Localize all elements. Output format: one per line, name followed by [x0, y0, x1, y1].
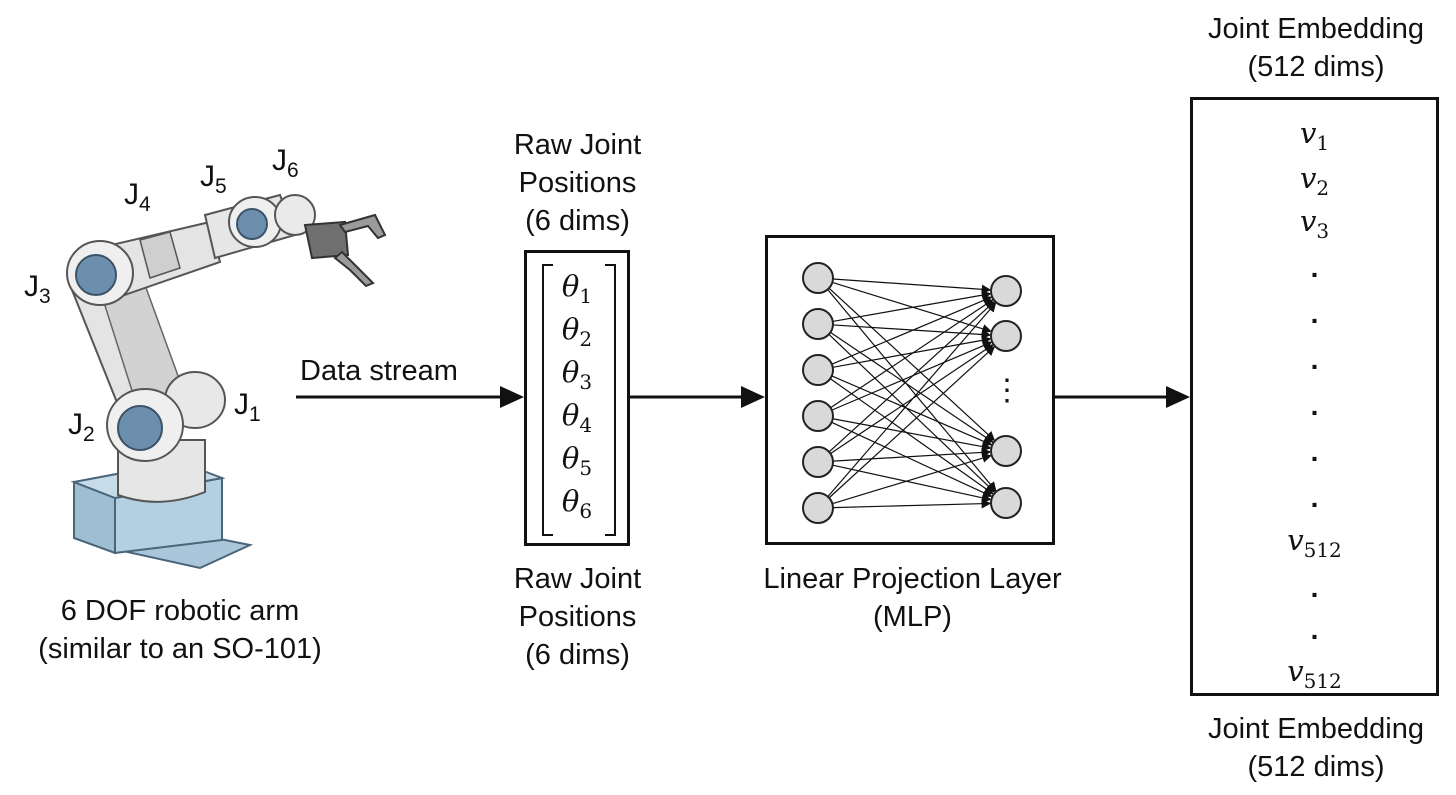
raw-input-bottom-line3: (6 dims)	[525, 639, 630, 671]
raw-input-top-line3: (6 dims)	[525, 205, 630, 237]
mlp-connection	[827, 302, 997, 498]
ellipsis-dot: .	[1310, 344, 1319, 375]
mlp-label-line2: (MLP)	[873, 601, 952, 633]
mlp-input-node	[802, 308, 834, 340]
mlp-connection	[832, 335, 992, 368]
mlp-connection	[832, 418, 992, 452]
arrow-stream-head	[500, 386, 524, 408]
raw-input-bottom-line1: Raw Joint	[513, 563, 642, 595]
arrow-mlp-embedding-head	[1166, 386, 1190, 408]
mlp-connection	[831, 296, 993, 365]
robot-gripper-body	[303, 220, 350, 260]
mlp-ellipsis: ⋮	[992, 374, 1022, 407]
ellipsis-dot: .	[1310, 572, 1319, 603]
mlp-label-line1: Linear Projection Layer	[763, 563, 1062, 595]
joint-label-j1: J1	[234, 388, 261, 427]
theta-5: θ5	[561, 441, 593, 480]
v-512: v512	[1287, 523, 1342, 562]
mlp-connection	[828, 345, 996, 499]
theta-1: θ1	[561, 269, 593, 308]
mlp-input-node	[802, 446, 834, 478]
robot-caption-line2: (similar to an SO-101)	[38, 633, 322, 665]
joint-j5-cap	[236, 208, 268, 240]
raw-input-brackets	[542, 264, 616, 536]
raw-input-bottom-line2: Positions	[518, 601, 637, 633]
joint-j3-cap	[75, 254, 117, 296]
mlp-box: ⋮	[765, 235, 1055, 545]
data-stream-label: Data stream	[300, 355, 458, 387]
mlp-network	[802, 262, 1022, 524]
raw-input-top-line1: Raw Joint	[513, 129, 642, 161]
joint-label-j6: J6	[272, 144, 299, 183]
embedding-top-line2: (512 dims)	[1247, 51, 1385, 83]
mlp-connection	[830, 299, 994, 409]
mlp-connection	[828, 333, 996, 493]
ellipsis-dot: .	[1310, 252, 1319, 283]
mlp-connection	[829, 378, 994, 495]
theta-6: θ6	[561, 484, 593, 523]
raw-input-top-line2: Positions	[518, 167, 637, 199]
raw-input-box: θ1 θ2 θ3 θ4 θ5 θ6	[524, 250, 630, 546]
ellipsis-dot: .	[1310, 614, 1319, 645]
v-3: v3	[1299, 204, 1330, 243]
mlp-connection	[832, 498, 992, 509]
robot-caption-line1: 6 DOF robotic arm	[60, 595, 300, 627]
embedding-bottom-line2: (512 dims)	[1247, 751, 1385, 783]
embedding-top-line1: Joint Embedding	[1207, 13, 1425, 45]
joint-label-j3: J3	[24, 270, 51, 309]
embedding-bottom-line1: Joint Embedding	[1207, 713, 1425, 745]
mlp-connection	[832, 281, 992, 334]
theta-2: θ2	[561, 312, 593, 351]
ellipsis-dot: .	[1310, 298, 1319, 329]
embedding-box: v1 v2 v3 . . . . . . v512 . . v512	[1190, 97, 1439, 696]
raw-input-top-label: Raw Joint Positions (6 dims)	[480, 126, 675, 240]
right-bracket	[605, 264, 616, 536]
joint-label-j2: J2	[68, 408, 95, 447]
mlp-connection	[827, 289, 997, 492]
theta-4: θ4	[561, 398, 593, 437]
mlp-output-node	[990, 320, 1022, 352]
embedding-bottom-label: Joint Embedding (512 dims)	[1176, 710, 1456, 786]
joint-j2-cap	[117, 405, 163, 451]
arrow-input-mlp-head	[741, 386, 765, 408]
mlp-connection	[828, 300, 996, 453]
mlp-connection	[830, 331, 994, 443]
embedding-top-label: Joint Embedding (512 dims)	[1176, 10, 1456, 86]
mlp-output-node	[990, 275, 1022, 307]
raw-input-bottom-label: Raw Joint Positions (6 dims)	[480, 560, 675, 674]
theta-3: θ3	[561, 355, 593, 394]
joint-label-j5: J5	[200, 160, 227, 199]
mlp-output-node	[990, 435, 1022, 467]
mlp-connection	[832, 278, 992, 295]
robot-forearm-link	[139, 231, 181, 279]
left-bracket	[542, 264, 553, 536]
mlp-input-node	[802, 400, 834, 432]
mlp-connection	[832, 464, 992, 503]
mlp-connection	[832, 290, 992, 322]
mlp-output-node	[990, 487, 1022, 519]
robot-caption: 6 DOF robotic arm (similar to an SO-101)	[10, 592, 350, 668]
v-1: v1	[1299, 116, 1330, 155]
ellipsis-dot: .	[1310, 482, 1319, 513]
mlp-connection	[828, 287, 996, 441]
mlp-label: Linear Projection Layer (MLP)	[730, 560, 1095, 636]
mlp-connection	[832, 324, 992, 340]
ellipsis-dot: .	[1310, 390, 1319, 421]
mlp-connection	[831, 375, 993, 446]
robot-gripper-finger-lower	[333, 250, 375, 288]
mlp-input-node	[802, 354, 834, 386]
joint-label-j4: J4	[124, 178, 151, 217]
mlp-input-node	[802, 492, 834, 524]
v-2: v2	[1299, 161, 1330, 200]
ellipsis-dot: .	[1310, 436, 1319, 467]
mlp-input-node	[802, 262, 834, 294]
mlp-connection	[832, 453, 992, 505]
robot-gripper-finger-upper	[338, 213, 387, 240]
v-512-last: v512	[1287, 654, 1342, 693]
